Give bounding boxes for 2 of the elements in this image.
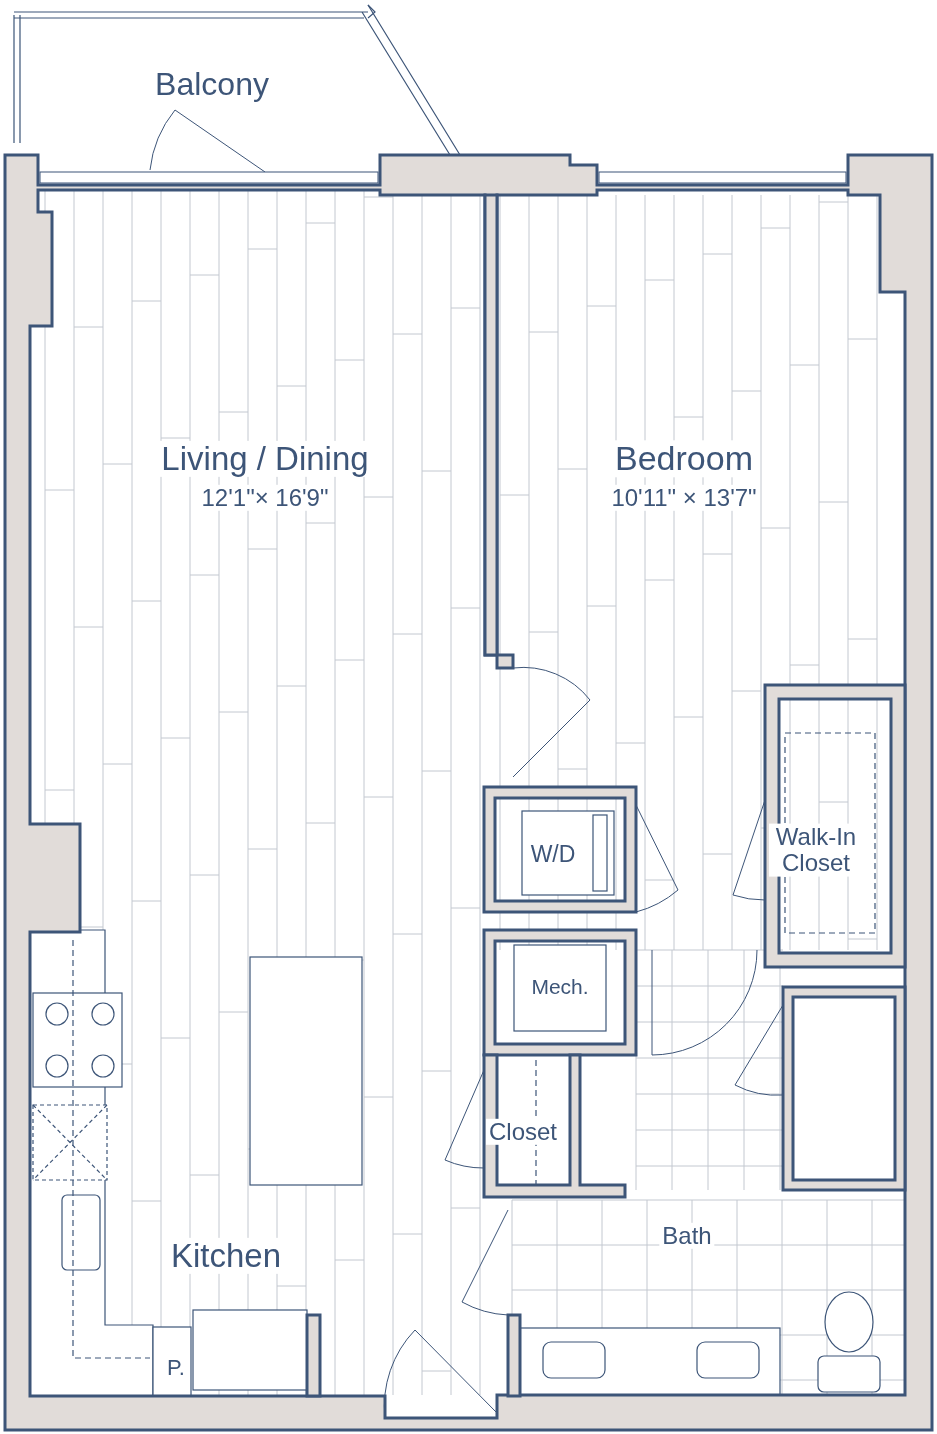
- room-name: Bath: [659, 1222, 715, 1250]
- room-name: Closet: [486, 1118, 560, 1146]
